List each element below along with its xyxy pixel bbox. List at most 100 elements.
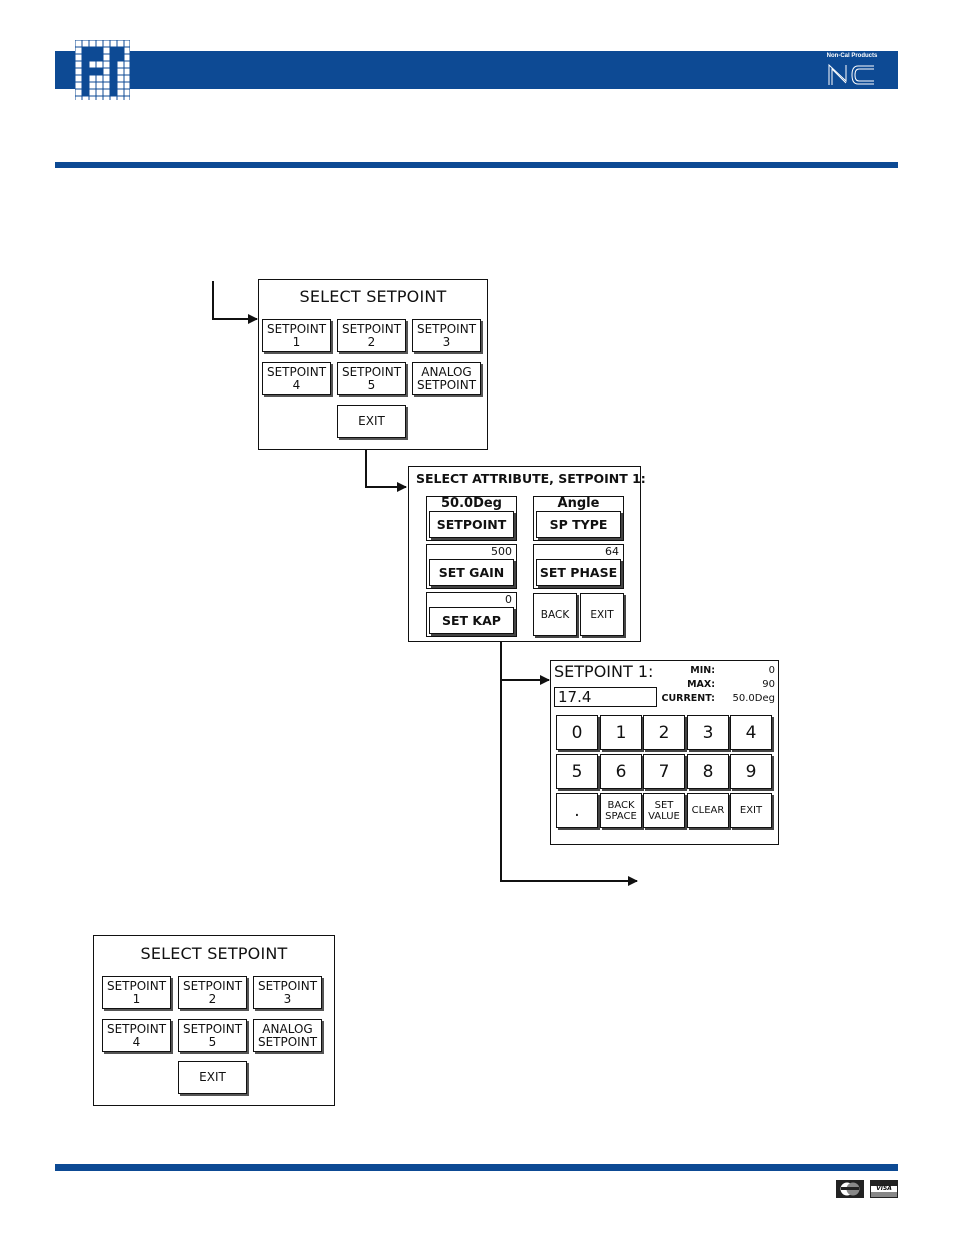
top-rule — [55, 162, 898, 168]
key-2[interactable]: 2 — [643, 715, 685, 750]
select-setpoint-panel-2: SELECT SETPOINT SETPOINT 1 SETPOINT 2 SE… — [93, 935, 335, 1106]
key-8[interactable]: 8 — [687, 754, 729, 789]
arrow-into-select-setpoint — [212, 281, 258, 324]
bottom-rule — [55, 1164, 898, 1171]
key-dot[interactable]: . — [556, 793, 598, 828]
exit-button[interactable]: EXIT — [178, 1061, 247, 1094]
setpoint-1-button[interactable]: SETPOINT 1 — [262, 319, 331, 352]
setpoint-button[interactable]: SETPOINT — [429, 511, 514, 538]
max-label: MAX: — [687, 679, 715, 690]
payment-icons: VISA — [836, 1180, 898, 1198]
key-1[interactable]: 1 — [600, 715, 642, 750]
nc-logo-mark — [828, 63, 874, 85]
set-phase-button[interactable]: SET PHASE — [536, 559, 621, 586]
panel-title: SETPOINT 1: — [554, 662, 654, 681]
button-label: SETPOINT — [106, 978, 167, 993]
exit-button[interactable]: EXIT — [730, 793, 772, 828]
button-label: SETPOINT — [182, 1021, 243, 1036]
button-label: SETPOINT — [266, 364, 327, 379]
setpoint-keypad-panel: SETPOINT 1: MIN: 0 MAX: 90 CURRENT: 50.0… — [550, 660, 779, 845]
attribute-value: 50.0Deg — [441, 496, 502, 511]
button-label: ANALOG — [421, 364, 472, 379]
button-label: SETPOINT — [416, 377, 477, 392]
button-label: SETPOINT — [266, 321, 327, 336]
button-label: BACK — [607, 799, 635, 811]
key-4[interactable]: 4 — [730, 715, 772, 750]
key-0[interactable]: 0 — [556, 715, 598, 750]
button-label: SETPOINT — [182, 978, 243, 993]
min-value: 0 — [768, 665, 775, 676]
button-label: EXIT — [199, 1070, 226, 1084]
setpoint-attribute: 50.0Deg SETPOINT — [426, 496, 517, 541]
exit-button[interactable]: EXIT — [337, 405, 406, 438]
button-label: 1 — [132, 991, 141, 1006]
set-gain-attribute: 500 SET GAIN — [426, 544, 517, 589]
key-6[interactable]: 6 — [600, 754, 642, 789]
button-label: 3 — [442, 334, 451, 349]
select-setpoint-panel: SELECT SETPOINT SETPOINT 1 SETPOINT 2 SE… — [258, 279, 488, 450]
attribute-value: 64 — [605, 545, 619, 558]
setpoint-2-button[interactable]: SETPOINT 2 — [178, 976, 247, 1009]
key-9[interactable]: 9 — [730, 754, 772, 789]
set-phase-attribute: 64 SET PHASE — [533, 544, 624, 589]
button-label: SET — [654, 799, 674, 811]
back-button[interactable]: BACK — [533, 593, 577, 636]
set-kap-button[interactable]: SET KAP — [429, 607, 514, 634]
button-label: ANALOG — [262, 1021, 313, 1036]
setpoint-1-button[interactable]: SETPOINT 1 — [102, 976, 171, 1009]
value-input[interactable]: 17.4 — [554, 687, 657, 707]
exit-button[interactable]: EXIT — [580, 593, 624, 636]
button-label: 5 — [208, 1034, 217, 1049]
setpoint-5-button[interactable]: SETPOINT 5 — [178, 1019, 247, 1052]
key-7[interactable]: 7 — [643, 754, 685, 789]
panel-title: SELECT SETPOINT — [140, 944, 288, 963]
set-gain-button[interactable]: SET GAIN — [429, 559, 514, 586]
button-label: VALUE — [648, 810, 680, 822]
button-label: SETPOINT — [416, 321, 477, 336]
analog-setpoint-button[interactable]: ANALOG SETPOINT — [253, 1019, 322, 1052]
current-label: CURRENT: — [661, 693, 715, 704]
arrow-into-select-attribute — [365, 449, 407, 492]
sp-type-button[interactable]: SP TYPE — [536, 511, 621, 538]
arrow-out — [500, 680, 638, 886]
visa-icon: VISA — [870, 1180, 898, 1198]
setpoint-4-button[interactable]: SETPOINT 4 — [102, 1019, 171, 1052]
button-label: EXIT — [358, 414, 385, 428]
company-logo — [75, 40, 130, 100]
analog-setpoint-button[interactable]: ANALOG SETPOINT — [412, 362, 481, 395]
button-label: 4 — [132, 1034, 141, 1049]
attribute-value: Angle — [557, 496, 600, 511]
key-3[interactable]: 3 — [687, 715, 729, 750]
attribute-value: 0 — [505, 593, 512, 606]
nc-logo-caption: Non-Cal Products — [826, 53, 878, 59]
button-label: 2 — [208, 991, 217, 1006]
clear-button[interactable]: CLEAR — [687, 793, 729, 828]
visa-label: VISA — [876, 1185, 892, 1192]
nc-logo: Non-Cal Products — [826, 53, 878, 87]
setpoint-3-button[interactable]: SETPOINT 3 — [412, 319, 481, 352]
set-kap-attribute: 0 SET KAP — [426, 592, 517, 637]
mastercard-icon — [836, 1180, 864, 1198]
sp-type-attribute: Angle SP TYPE — [533, 496, 624, 541]
key-5[interactable]: 5 — [556, 754, 598, 789]
button-label: 2 — [367, 334, 376, 349]
panel-title: SELECT ATTRIBUTE, SETPOINT 1: — [416, 471, 646, 486]
button-label: 3 — [283, 991, 292, 1006]
button-label: 1 — [292, 334, 301, 349]
button-label: SETPOINT — [341, 321, 402, 336]
select-attribute-panel: SELECT ATTRIBUTE, SETPOINT 1: 50.0Deg SE… — [408, 466, 646, 642]
backspace-button[interactable]: BACK SPACE — [600, 793, 642, 828]
setpoint-5-button[interactable]: SETPOINT 5 — [337, 362, 406, 395]
setpoint-2-button[interactable]: SETPOINT 2 — [337, 319, 406, 352]
setpoint-3-button[interactable]: SETPOINT 3 — [253, 976, 322, 1009]
button-label: SETPOINT — [257, 1034, 318, 1049]
set-value-button[interactable]: SET VALUE — [643, 793, 685, 828]
setpoint-4-button[interactable]: SETPOINT 4 — [262, 362, 331, 395]
button-label: 5 — [367, 377, 376, 392]
button-label: 4 — [292, 377, 301, 392]
button-label: SETPOINT — [341, 364, 402, 379]
button-label: SETPOINT — [257, 978, 318, 993]
button-label: SPACE — [605, 810, 637, 822]
current-value: 50.0Deg — [732, 693, 775, 704]
